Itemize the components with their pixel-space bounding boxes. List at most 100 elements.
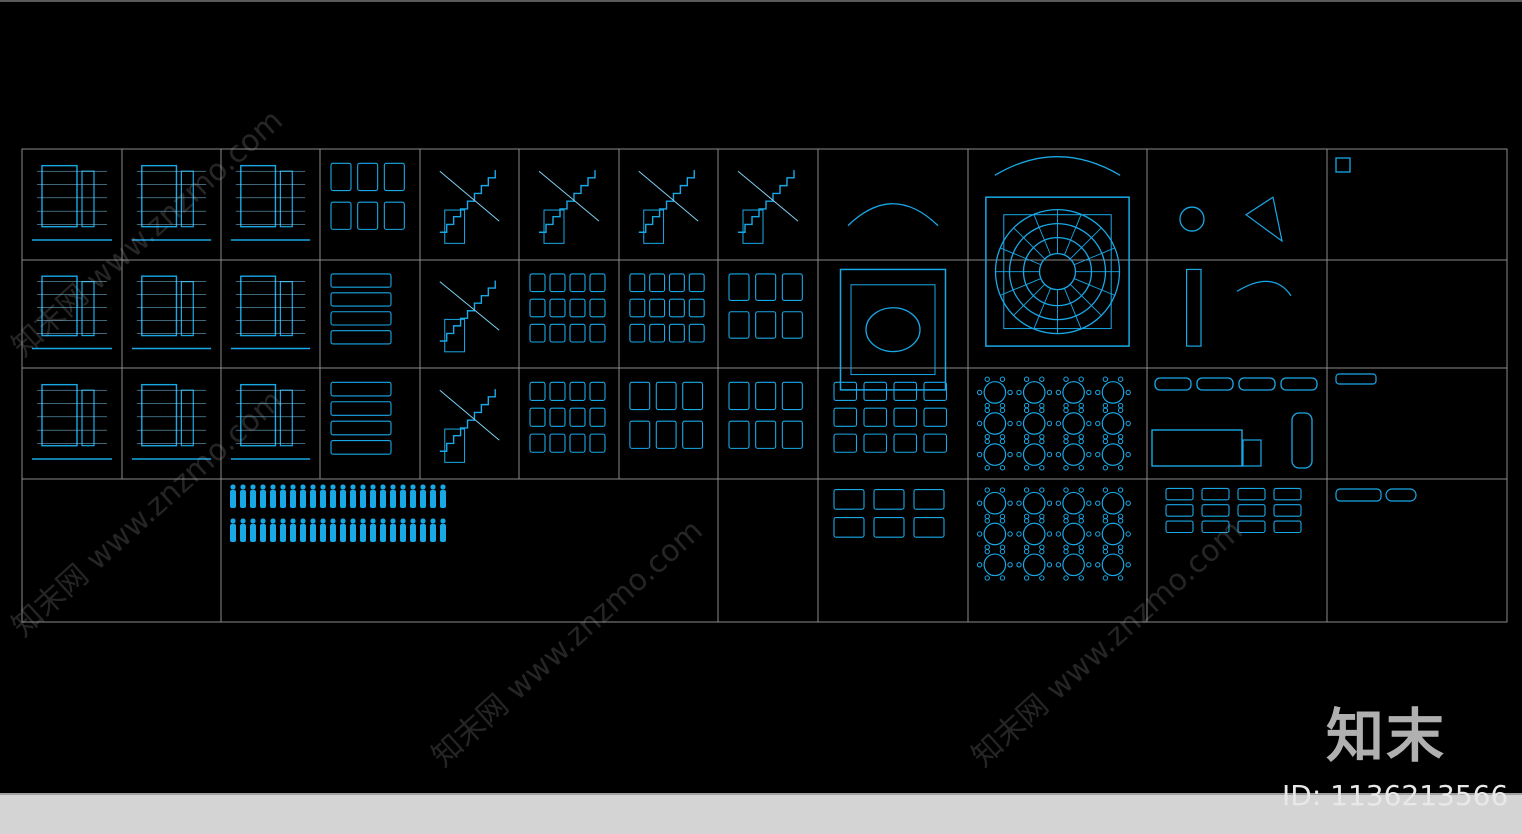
round-table-block xyxy=(1101,381,1125,404)
furniture-block xyxy=(1273,520,1302,534)
furniture-block xyxy=(863,407,888,427)
furniture-block xyxy=(549,298,566,318)
detail-section xyxy=(81,389,95,447)
chair-block xyxy=(1063,438,1069,445)
person-silhouette-head xyxy=(310,518,316,524)
round-table-block xyxy=(1101,522,1125,546)
furniture-block xyxy=(649,323,666,343)
chair-block xyxy=(1063,407,1069,414)
chair-block xyxy=(1078,433,1084,440)
chair-block xyxy=(1117,544,1124,550)
person-silhouette-body xyxy=(330,524,336,542)
furniture-block xyxy=(728,381,750,411)
handrail-line xyxy=(737,170,799,222)
chair-block xyxy=(1063,376,1069,382)
person-silhouette-body xyxy=(420,490,426,508)
chair-block xyxy=(1055,389,1062,396)
furniture-block xyxy=(589,298,606,318)
chair-block xyxy=(1063,548,1069,555)
column-fan xyxy=(1244,196,1283,243)
person-silhouette-head xyxy=(350,518,356,524)
chair-block xyxy=(1055,531,1062,537)
cad-model-viewport[interactable]: 知末网 www.znzmo.com 知末网 www.znzmo.com 知末网 … xyxy=(0,0,1522,793)
person-silhouette-head xyxy=(400,484,406,490)
rosette-petal xyxy=(1069,227,1102,260)
chair-block xyxy=(1078,407,1084,414)
chair-block xyxy=(1007,500,1013,506)
chair-block xyxy=(1016,420,1022,427)
round-table-block xyxy=(983,491,1007,515)
furniture-block xyxy=(833,489,865,510)
chair-block xyxy=(1078,518,1084,524)
stair-detail xyxy=(444,428,466,463)
chair-block xyxy=(984,402,990,409)
furniture-block xyxy=(1273,487,1302,501)
person-silhouette-body xyxy=(370,490,376,508)
furniture-block xyxy=(655,420,677,449)
chair-block xyxy=(1086,451,1092,458)
chair-block xyxy=(1117,548,1124,555)
person-silhouette-body xyxy=(240,524,246,542)
rosette-petal xyxy=(1033,214,1052,256)
person-silhouette-head xyxy=(430,484,436,490)
chair-block xyxy=(1016,531,1022,537)
furniture-block xyxy=(629,298,646,318)
chair-block xyxy=(999,433,1006,440)
furniture-block xyxy=(893,407,918,427)
chair-block xyxy=(1016,389,1022,396)
chair-block xyxy=(999,465,1006,471)
chair-block xyxy=(1016,500,1022,506)
furniture-block xyxy=(569,381,586,402)
person-silhouette-head xyxy=(380,518,386,524)
rosette-petal xyxy=(1013,227,1046,260)
round-table-block xyxy=(1022,443,1046,466)
chair-block xyxy=(1102,544,1109,550)
furniture-block xyxy=(569,298,586,318)
car-block xyxy=(1238,377,1276,391)
furniture-block xyxy=(357,201,379,230)
chair-block xyxy=(1078,544,1084,550)
round-table-block xyxy=(1101,553,1125,577)
chair-block xyxy=(1055,420,1062,427)
person-silhouette-head xyxy=(360,518,366,524)
chair-block xyxy=(1023,465,1030,471)
chair-block xyxy=(999,407,1006,414)
rosette-petal xyxy=(1033,288,1052,330)
chair-block xyxy=(976,562,983,568)
furniture-block xyxy=(781,311,803,339)
person-silhouette-body xyxy=(350,524,356,542)
column-shaft xyxy=(1185,268,1202,347)
chair-block xyxy=(1102,513,1109,520)
person-silhouette-head xyxy=(250,518,256,524)
chair-block xyxy=(1095,500,1101,506)
chair-block xyxy=(1039,513,1045,520)
chair-block xyxy=(1063,575,1069,581)
furniture-block xyxy=(655,381,677,411)
furniture-block xyxy=(383,162,405,192)
person-silhouette-body xyxy=(440,524,446,542)
car-block xyxy=(1280,377,1318,391)
chair-block xyxy=(1016,451,1022,458)
chair-block xyxy=(984,518,990,524)
chair-block xyxy=(1086,389,1092,396)
stair-detail xyxy=(444,209,466,244)
person-silhouette-head xyxy=(390,518,396,524)
handrail-line xyxy=(439,170,500,222)
chair-block xyxy=(1117,575,1124,581)
chair-block xyxy=(1095,562,1101,568)
furniture-block xyxy=(549,323,566,343)
stair-profile xyxy=(439,170,496,233)
chair-block xyxy=(1046,420,1053,427)
detail-elevation xyxy=(41,275,78,337)
chair-block xyxy=(976,531,983,537)
furniture-block xyxy=(1165,487,1194,501)
chair-block xyxy=(1125,389,1131,396)
person-silhouette-body xyxy=(260,524,266,542)
chair-block xyxy=(1125,500,1131,506)
round-table-block xyxy=(1022,381,1046,404)
furniture-block xyxy=(589,381,606,402)
chair-block xyxy=(1095,451,1101,458)
person-silhouette-head xyxy=(270,518,276,524)
chair-block xyxy=(1007,562,1013,568)
furniture-block xyxy=(781,381,803,411)
